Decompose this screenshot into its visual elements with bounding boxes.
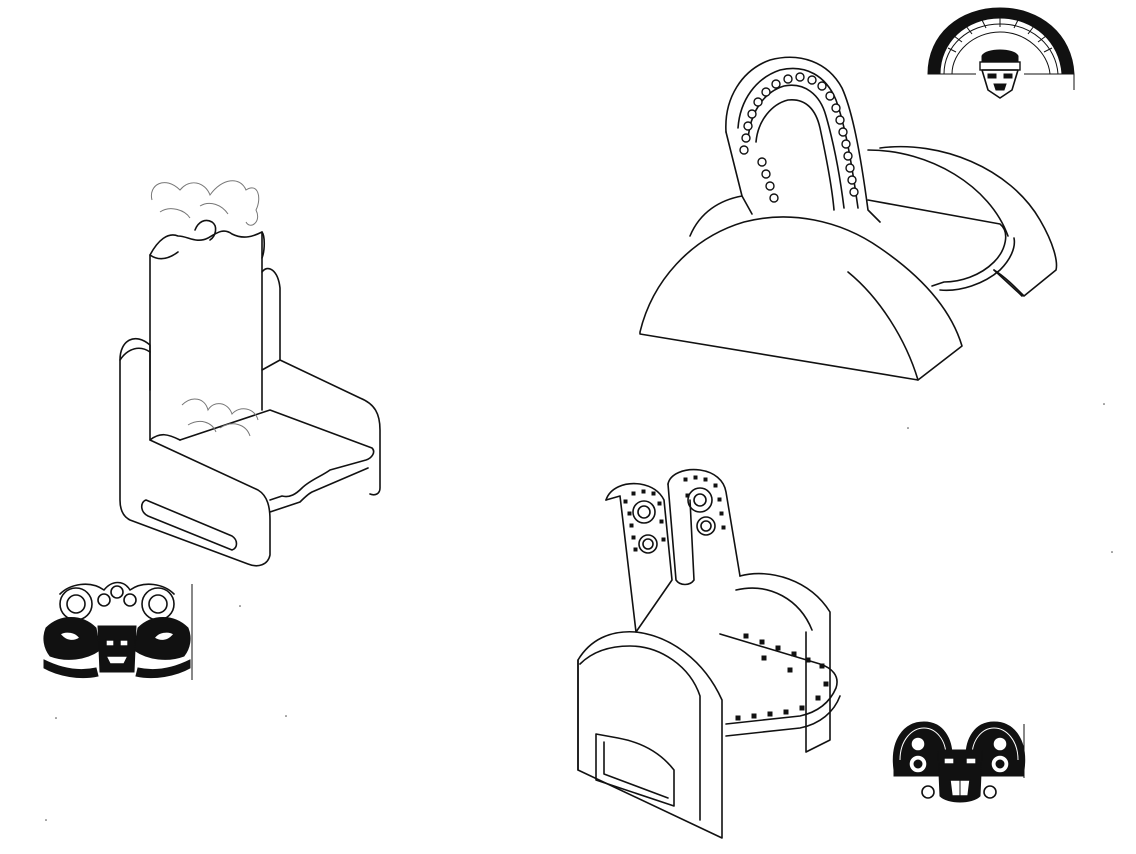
left-plank-studs <box>623 489 666 552</box>
half-sun-mask-emblem-icon <box>927 7 1075 99</box>
scan-specks <box>45 403 1113 821</box>
right-plank-studs <box>683 475 726 530</box>
winged-mask-emblem-icon <box>43 581 193 680</box>
seat-studs <box>735 633 829 721</box>
round-eared-mask-emblem-icon <box>892 721 1026 803</box>
sun-rays <box>947 18 1053 53</box>
carved-throne-chair-icon <box>119 180 381 567</box>
tall-split-back-chair-icon <box>577 468 841 839</box>
arched-beaded-throne-seat-icon <box>639 56 1058 381</box>
bead-row <box>739 72 859 203</box>
